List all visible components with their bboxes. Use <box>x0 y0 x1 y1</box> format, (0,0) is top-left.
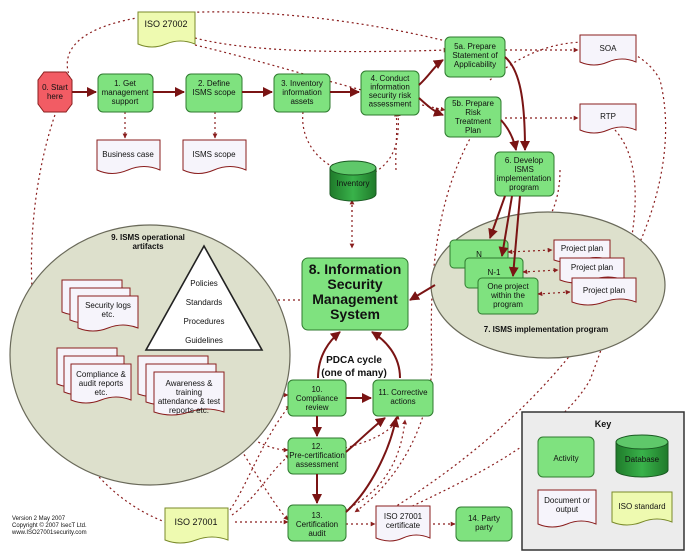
isms-scope-document: ISMS scope <box>182 139 247 174</box>
svg-text:N: N <box>476 250 482 259</box>
pdca-label: PDCA cycle <box>326 355 382 366</box>
svg-text:ISMS scope: ISMS scope <box>192 150 236 159</box>
triangle-item: Guidelines <box>185 336 223 345</box>
svg-text:Business case: Business case <box>102 150 154 159</box>
iso-27001-document: ISO 27001 <box>164 507 229 544</box>
business-case-document: Business case <box>96 139 161 174</box>
svg-text:N-1: N-1 <box>488 268 501 277</box>
svg-text:RTP: RTP <box>600 112 616 121</box>
key-title: Key <box>595 419 612 429</box>
step-7-label: 7. ISMS implementation program <box>484 325 608 334</box>
key-activity: Activity <box>553 454 578 463</box>
svg-text:SOA: SOA <box>600 44 618 53</box>
triangle-item: Procedures <box>184 317 225 326</box>
solid-connectors <box>72 56 530 513</box>
footer: Version 2 May 2007 Copyright © 2007 Isec… <box>11 516 87 536</box>
impl-dotted <box>507 247 571 297</box>
operational-artifacts-ellipse <box>9 224 291 486</box>
svg-text:ISO 27002: ISO 27002 <box>144 19 187 29</box>
svg-text:Project plan: Project plan <box>561 244 603 253</box>
pdca-sublabel: (one of many) <box>321 368 387 379</box>
svg-text:Project plan: Project plan <box>583 286 625 295</box>
svg-text:Inventory: Inventory <box>337 179 370 188</box>
key-iso: ISO standard <box>618 502 665 511</box>
svg-text:Project plan: Project plan <box>571 263 613 272</box>
footer-copyright: Copyright © 2007 IsecT Ltd. <box>12 522 87 529</box>
iso-27002-document: ISO 27002 <box>137 11 196 48</box>
key-database: Database <box>625 455 660 464</box>
rtp-document: RTP <box>579 103 637 134</box>
project-plan-3: Project plan <box>571 277 637 306</box>
footer-version: Version 2 May 2007 <box>12 516 66 522</box>
inventory-database: Inventory <box>329 160 377 202</box>
footer-url[interactable]: www.ISO27001security.com <box>11 530 87 536</box>
triangle-item: Policies <box>190 279 218 288</box>
policy-triangle: Policies Standards Procedures Guidelines <box>144 244 264 351</box>
triangle-item: Standards <box>186 298 222 307</box>
svg-text:ISO 27001: ISO 27001 <box>174 517 217 527</box>
soa-document: SOA <box>579 34 637 66</box>
